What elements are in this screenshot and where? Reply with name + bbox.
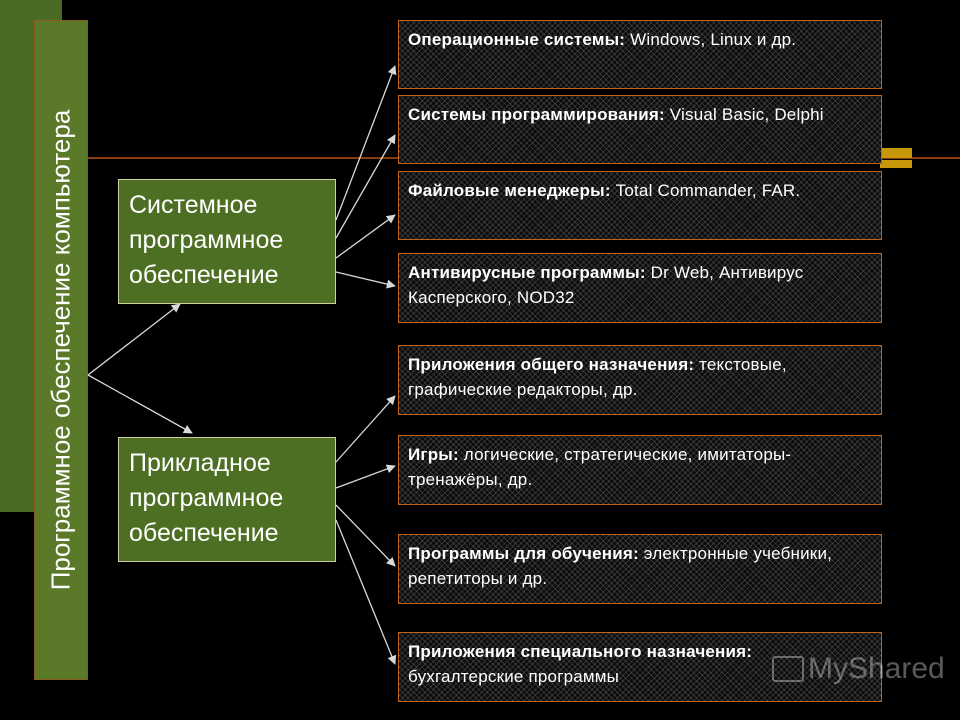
item-term: Приложения общего назначения: <box>408 355 695 374</box>
item-term: Антивирусные программы: <box>408 263 646 282</box>
item-games: Игры: логические, стратегические, имитат… <box>398 435 882 505</box>
arrow-system-to-item-4 <box>335 271 396 289</box>
watermark-text: MyShared <box>808 652 945 685</box>
decor-gold-bar-small <box>880 160 912 168</box>
vertical-title-bar: Программное обеспечение компьютера <box>34 20 88 680</box>
arrow-system-to-item-1 <box>335 65 397 221</box>
item-text: Visual Basic, Delphi <box>664 105 824 124</box>
category-system-software: Системное программное обеспечение <box>118 179 336 304</box>
category-label: Системное программное обеспечение <box>129 191 284 289</box>
item-text: текстовые, графические редакторы, др. <box>408 355 787 399</box>
arrow-system-to-item-3 <box>335 214 396 259</box>
arrow-applied-to-item-8 <box>335 519 397 665</box>
watermark: MyShared <box>772 652 945 686</box>
arrow-root-to-system <box>87 303 181 376</box>
arrow-root-to-applied <box>87 374 193 434</box>
decor-horizontal-rule <box>62 157 960 159</box>
item-term: Файловые менеджеры: <box>408 181 611 200</box>
item-term: Системы программирования: <box>408 105 665 124</box>
item-text: Windows, Linux и др. <box>625 30 797 49</box>
item-text: Total Commander, FAR. <box>610 181 801 200</box>
item-term: Приложения специального назначения: <box>408 642 753 661</box>
item-term: Программы для обучения: <box>408 544 639 563</box>
item-general-apps: Приложения общего назначения: текстовые,… <box>398 345 882 415</box>
item-antivirus: Антивирусные программы: Dr Web, Антивиру… <box>398 253 882 323</box>
category-applied-software: Прикладное программное обеспечение <box>118 437 336 562</box>
item-learning-programs: Программы для обучения: электронные учеб… <box>398 534 882 604</box>
item-text: бухгалтерские программы <box>408 667 620 686</box>
item-special-apps: Приложения специального назначения: бухг… <box>398 632 882 702</box>
item-text: электронные учебники, репетиторы и др. <box>408 544 833 588</box>
arrow-applied-to-item-6 <box>335 464 396 489</box>
category-label: Прикладное программное обеспечение <box>129 449 284 547</box>
arrow-system-to-item-2 <box>335 134 396 239</box>
item-text: Dr Web, Антивирус Касперского, NOD32 <box>408 263 804 307</box>
item-file-managers: Файловые менеджеры: Total Commander, FAR… <box>398 171 882 240</box>
arrow-applied-to-item-5 <box>335 395 396 463</box>
arrow-applied-to-item-7 <box>335 504 396 567</box>
item-operating-systems: Операционные системы: Windows, Linux и д… <box>398 20 882 89</box>
item-term: Операционные системы: <box>408 30 626 49</box>
item-programming-systems: Системы программирования: Visual Basic, … <box>398 95 882 164</box>
item-text: логические, стратегические, имитаторы-тр… <box>408 445 792 489</box>
item-term: Игры: <box>408 445 459 464</box>
presentation-icon <box>772 656 804 682</box>
